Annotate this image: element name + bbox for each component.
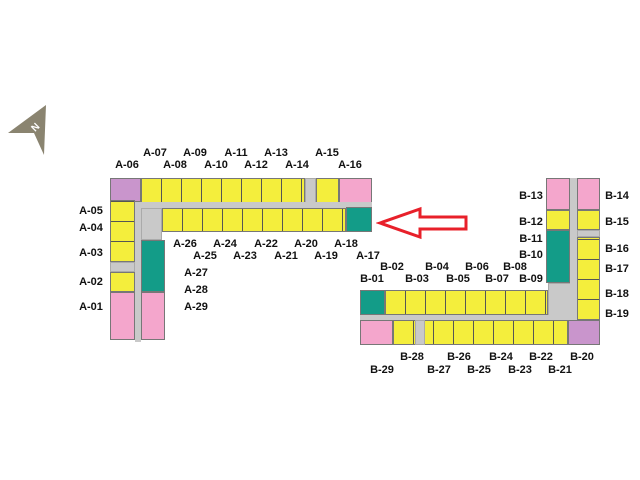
unit-label: A-07	[143, 147, 167, 159]
pointer-arrow-icon	[376, 206, 468, 240]
lift-lobby	[141, 208, 162, 240]
unit-label: A-19	[314, 250, 338, 262]
unit-b-15[interactable]	[577, 210, 600, 230]
unit-label: B-16	[605, 243, 629, 255]
unit-a-15[interactable]	[316, 178, 339, 203]
unit-b-14[interactable]	[577, 178, 600, 210]
stairs	[415, 320, 425, 345]
unit-label: A-03	[79, 247, 103, 259]
unit-label: A-11	[224, 147, 248, 159]
north-compass-icon: N	[8, 105, 46, 155]
unit-b-29[interactable]	[360, 320, 393, 345]
unit-label: A-05	[79, 205, 103, 217]
unit-label: B-14	[605, 190, 629, 202]
unit-label: B-19	[605, 308, 629, 320]
unit-a-16[interactable]	[339, 178, 372, 203]
unit-label: A-21	[274, 250, 298, 262]
unit-label: B-21	[548, 364, 572, 376]
unit-label: B-05	[446, 273, 470, 285]
unit-label: B-06	[465, 261, 489, 273]
unit-label: B-24	[489, 351, 513, 363]
unit-label: B-26	[447, 351, 471, 363]
stairs	[110, 262, 135, 272]
unit-b-13[interactable]	[546, 178, 570, 210]
unit-label: A-13	[264, 147, 288, 159]
stairs	[577, 230, 600, 237]
unit-label: B-23	[508, 364, 532, 376]
unit-label: B-15	[605, 216, 629, 228]
units-a-07-a-14[interactable]	[141, 178, 305, 203]
unit-b-12[interactable]	[546, 210, 570, 230]
corridor	[360, 315, 577, 320]
unit-label: B-20	[570, 351, 594, 363]
units-a-18-a-26[interactable]	[162, 208, 346, 232]
corridor	[570, 178, 577, 320]
unit-label: A-25	[193, 250, 217, 262]
unit-a-01[interactable]	[110, 292, 135, 340]
unit-label: B-11	[519, 233, 543, 245]
unit-label: A-01	[79, 301, 103, 313]
stairs	[305, 178, 316, 203]
unit-label: A-10	[204, 159, 228, 171]
unit-b-20[interactable]	[568, 320, 600, 345]
unit-label: B-03	[405, 273, 429, 285]
unit-label: A-29	[184, 301, 208, 313]
unit-label: B-01	[360, 273, 384, 285]
unit-label: B-07	[485, 273, 509, 285]
unit-label: A-22	[254, 238, 278, 250]
unit-label: B-02	[380, 261, 404, 273]
unit-label: A-15	[315, 147, 339, 159]
unit-a-17-highlighted[interactable]	[346, 207, 372, 232]
unit-label: B-13	[519, 190, 543, 202]
unit-a-02[interactable]	[110, 272, 135, 292]
unit-label: A-14	[285, 159, 309, 171]
unit-label: B-29	[370, 364, 394, 376]
unit-label: A-02	[79, 276, 103, 288]
unit-label: A-18	[334, 238, 358, 250]
corridor	[135, 202, 372, 208]
units-b-10-b-11[interactable]	[546, 230, 570, 283]
unit-b-01[interactable]	[360, 290, 385, 315]
unit-label: B-18	[605, 288, 629, 300]
units-b-16-b-19[interactable]	[577, 237, 600, 320]
unit-label: A-08	[163, 159, 187, 171]
unit-label: B-22	[529, 351, 553, 363]
unit-label: B-04	[425, 261, 449, 273]
units-a-03-a-05[interactable]	[110, 200, 135, 262]
unit-label: B-12	[519, 216, 543, 228]
unit-label: A-12	[244, 159, 268, 171]
unit-label: B-10	[519, 249, 543, 261]
unit-a-06[interactable]	[110, 178, 141, 202]
unit-label: B-27	[427, 364, 451, 376]
unit-label: A-04	[79, 222, 103, 234]
unit-a-29[interactable]	[141, 292, 165, 340]
unit-label: A-24	[213, 238, 237, 250]
unit-label: A-27	[184, 267, 208, 279]
unit-label: B-25	[467, 364, 491, 376]
unit-label: A-09	[183, 147, 207, 159]
unit-label: A-28	[184, 284, 208, 296]
unit-label: A-16	[338, 159, 362, 171]
unit-label: A-26	[173, 238, 197, 250]
unit-label: B-08	[503, 261, 527, 273]
unit-label: B-28	[400, 351, 424, 363]
unit-label: A-17	[356, 250, 380, 262]
unit-label: A-23	[233, 250, 257, 262]
unit-label: A-06	[115, 159, 139, 171]
unit-label: B-09	[519, 273, 543, 285]
units-b-02-b-09[interactable]	[385, 290, 548, 315]
corridor	[135, 202, 141, 342]
unit-label: B-17	[605, 263, 629, 275]
units-a-27-a-28[interactable]	[141, 240, 165, 292]
unit-label: A-20	[294, 238, 318, 250]
